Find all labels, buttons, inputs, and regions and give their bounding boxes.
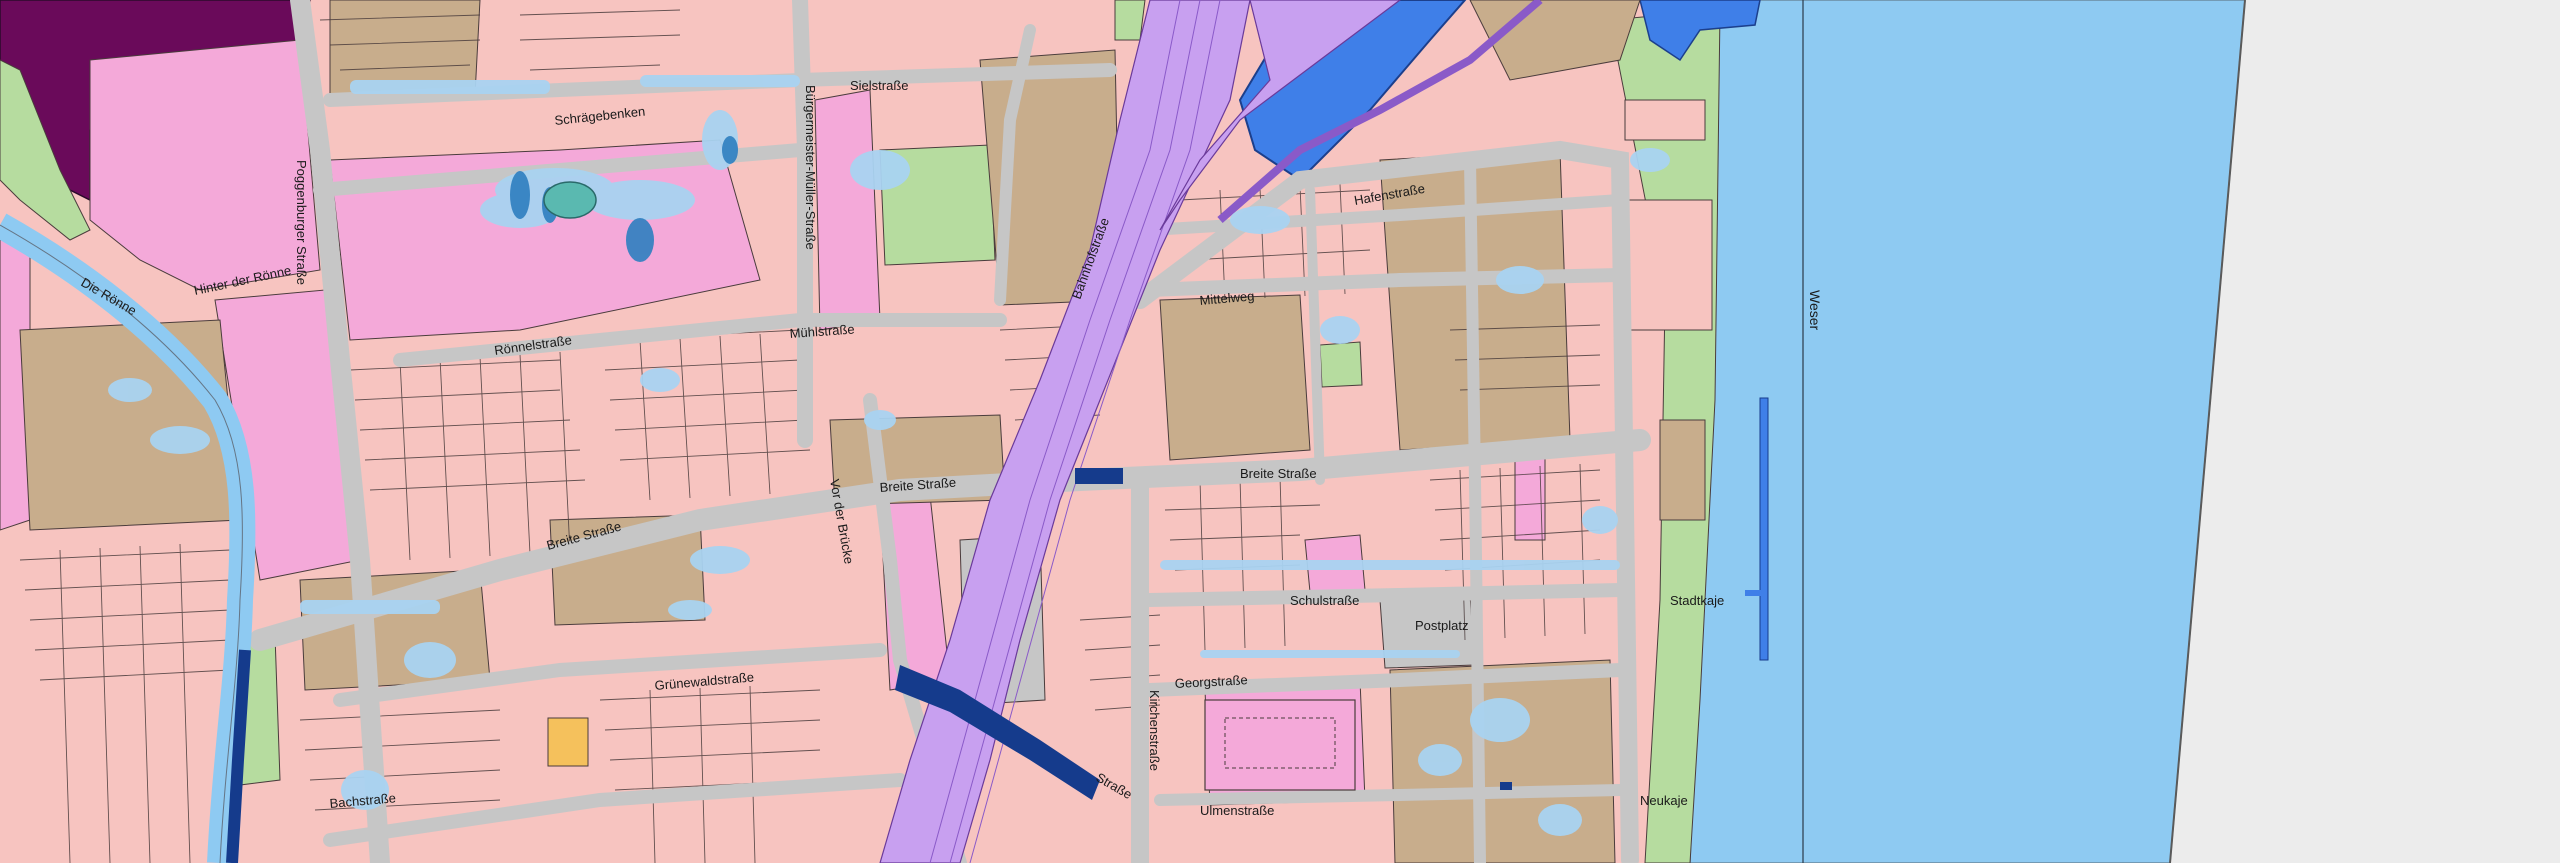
mixed-use-centre [814,89,881,331]
streets [249,0,1651,863]
label-breite-strasse-mid: Breite Straße [879,475,956,495]
roenne-canal-edge [0,224,243,863]
roenne-deep-flood [226,649,251,863]
public-building [547,717,589,767]
river-east-bank [2169,0,2246,863]
railway-corridor [879,0,1251,863]
label-bachstrasse: Bachstraße [329,790,397,811]
jetty-link [1745,590,1763,596]
commercial-west [19,319,241,531]
label-weser: Weser [1807,290,1823,331]
label-mittelweg: Mittelweg [1199,288,1255,308]
postplatz-hall-inner [1224,717,1336,769]
deep-flood-spot-c [1500,782,1512,790]
label-kirchenstrasse: Kirchenstraße [1147,690,1162,771]
label-buergermeister-mueller-strasse: Bürgermeister-Müller-Straße [803,85,818,250]
label-neukaje: Neukaje [1640,793,1688,808]
green-west-bank [0,59,91,241]
harbor-rail-curve [1217,0,1543,224]
quay-building-b [1624,199,1713,331]
label-ulmenstrasse: Ulmenstraße [1200,803,1274,818]
postplatz-hall [1204,699,1356,791]
label-muehlstrasse: Mühlstraße [789,321,855,340]
jetty [1759,397,1769,661]
deep-flood-underpass-a [1075,468,1123,484]
commercial-east-a [1159,294,1311,461]
label-breite-strasse-east: Breite Straße [1240,466,1317,481]
deep-flood-underpass-b [895,665,1100,800]
railway-branch [1159,0,1401,231]
label-poggenburger-strasse: Poggenburger Straße [294,160,309,285]
label-sielstrasse: Sielstraße [850,78,909,93]
pond-teal [543,181,597,219]
label-schulstrasse: Schulstraße [1290,593,1359,608]
harbor-quay-top [1639,0,1761,62]
label-postplatz: Postplatz [1415,618,1468,633]
label-georgstrasse: Georgstraße [1174,672,1248,691]
label-stadtkaje: Stadtkaje [1670,593,1724,608]
quay-building-a [1624,99,1706,141]
weser-river [1689,0,2246,863]
green-north [1114,0,1146,41]
quay-building-c [1659,419,1706,521]
green-small-east [1319,341,1363,388]
